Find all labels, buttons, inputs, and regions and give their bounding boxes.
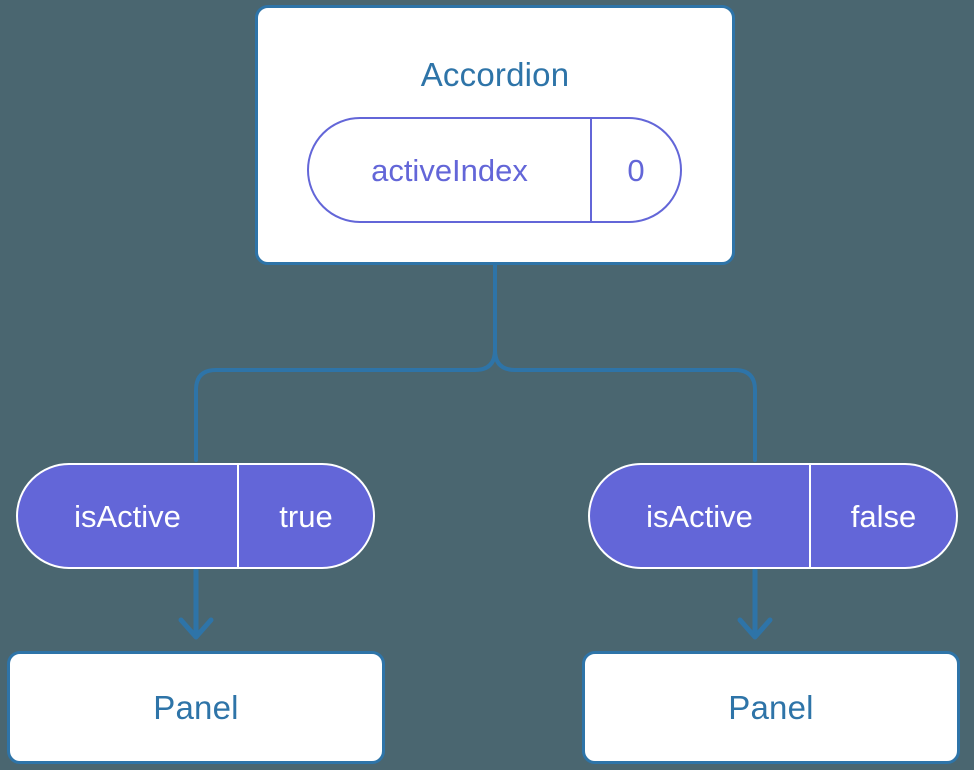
node-accordion-title: Accordion xyxy=(420,56,570,93)
prop-pill-isactive-left-key: isActive xyxy=(74,498,181,534)
prop-pill-isactive-left-value: true xyxy=(237,465,373,567)
node-panel-right[interactable]: Panel xyxy=(582,651,960,764)
state-pill-activeindex[interactable]: activeIndex 0 xyxy=(307,117,682,223)
prop-pill-isactive-right-value: false xyxy=(809,465,956,567)
prop-pill-isactive-right-key: isActive xyxy=(646,498,753,534)
arrow-left-head xyxy=(178,617,214,640)
connector-split-right xyxy=(493,348,757,462)
arrow-right-head xyxy=(737,617,773,640)
prop-pill-isactive-left[interactable]: isActive true xyxy=(16,463,375,569)
connector-trunk-and-split xyxy=(194,263,497,462)
node-panel-right-title: Panel xyxy=(728,689,814,726)
node-panel-left-title: Panel xyxy=(153,689,239,726)
prop-pill-isactive-right[interactable]: isActive false xyxy=(588,463,958,569)
node-panel-left[interactable]: Panel xyxy=(7,651,385,764)
state-pill-activeindex-value: 0 xyxy=(590,119,680,221)
state-pill-activeindex-key: activeIndex xyxy=(371,152,528,188)
